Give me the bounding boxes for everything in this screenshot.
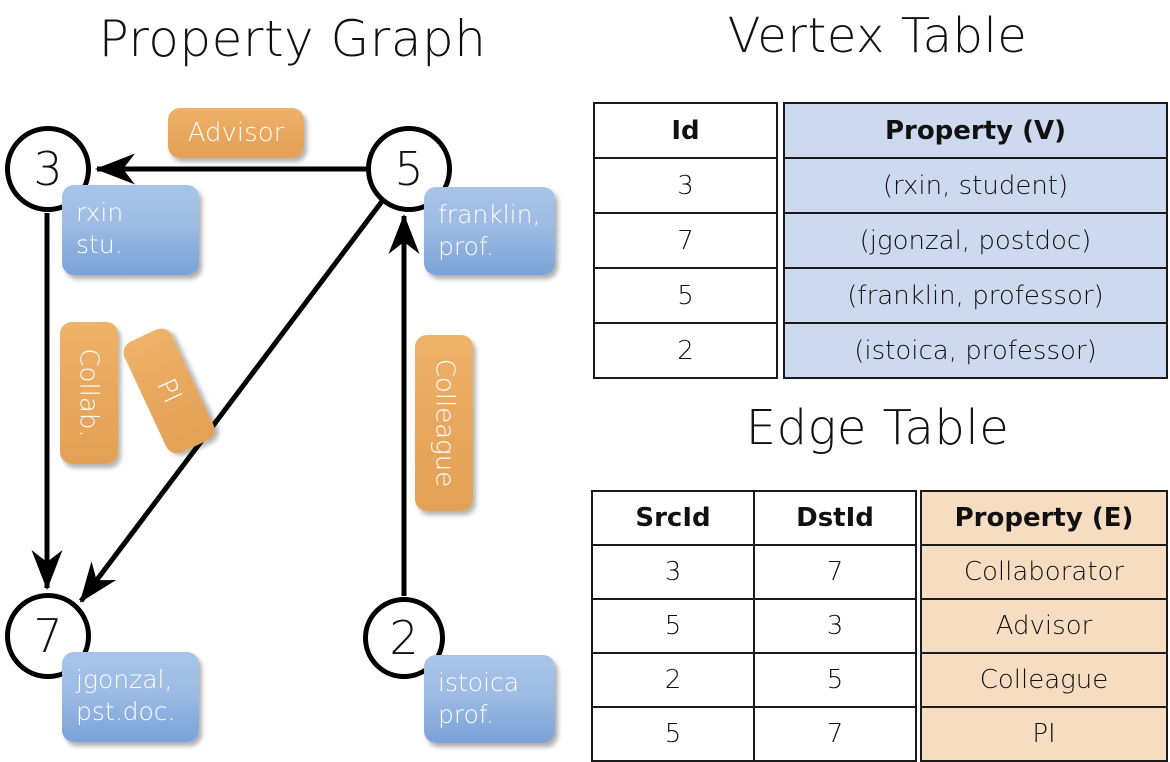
edge-property-cell: Collaborator: [920, 544, 1168, 600]
node-property-box-2: istoica prof.: [424, 655, 555, 743]
table-row: Colleague: [920, 652, 1168, 708]
table-row: 3 7: [591, 544, 917, 600]
table-header-row: Id: [593, 102, 778, 159]
node-property-line: prof.: [438, 700, 494, 729]
vertex-property-cell: (rxin, student): [783, 157, 1168, 214]
page-title-property-graph: Property Graph: [98, 10, 487, 68]
edge-label-box-collab: Collab.: [60, 322, 118, 464]
vertex-id-cell: 2: [593, 322, 778, 379]
table-header-row: SrcId DstId: [591, 490, 917, 546]
node-property-box-5: franklin, prof.: [424, 187, 555, 275]
edge-table-id-columns: SrcId DstId 3 7 5 3 2 5 5 7: [591, 490, 917, 762]
edge-property-cell: PI: [920, 706, 1168, 762]
node-property-line: jgonzal,: [76, 665, 173, 694]
edge-label-box-colleague: Colleague: [415, 335, 473, 511]
edge-arrow-pi: [79, 198, 385, 603]
table-row: (rxin, student): [783, 157, 1168, 214]
vertex-id-cell: 3: [593, 157, 778, 214]
vertex-id-cell: 5: [593, 267, 778, 324]
table-row: 2: [593, 322, 778, 379]
vertex-id-cell: 7: [593, 212, 778, 269]
table-header-row: Property (E): [920, 490, 1168, 546]
table-row: (jgonzal, postdoc): [783, 212, 1168, 269]
table-row: 7: [593, 212, 778, 269]
table-row: 5 3: [591, 598, 917, 654]
graph-edge-arrows: [31, 153, 420, 603]
node-property-line: franklin,: [438, 200, 541, 229]
node-property-line: istoica: [438, 668, 520, 697]
edge-property-cell: Colleague: [920, 652, 1168, 708]
table-row: PI: [920, 706, 1168, 762]
vertex-table-property-column: Property (V) (rxin, student) (jgonzal, p…: [783, 102, 1168, 379]
edge-label-text: PI: [150, 374, 188, 408]
table-row: 3: [593, 157, 778, 214]
table-row: 5: [593, 267, 778, 324]
edge-label-text: Advisor: [187, 118, 285, 148]
edge-property-cell: Advisor: [920, 598, 1168, 654]
property-graph-diagram: 3 5 7 2 rxin stu. franklin, prof. jgonza…: [0, 0, 585, 760]
graph-node-2[interactable]: 2: [363, 597, 445, 679]
table-header-row: Property (V): [783, 102, 1168, 159]
edge-label-text: Collab.: [74, 348, 104, 438]
column-header-id: Id: [593, 102, 778, 159]
edge-table-property-column: Property (E) Collaborator Advisor Collea…: [920, 490, 1168, 762]
edge-src-cell: 2: [591, 652, 755, 708]
vertex-property-cell: (istoica, professor): [783, 322, 1168, 379]
edge-dst-cell: 7: [753, 706, 917, 762]
graph-node-5[interactable]: 5: [366, 126, 452, 212]
node-property-box-3: rxin stu.: [62, 185, 199, 275]
vertex-property-cell: (franklin, professor): [783, 267, 1168, 324]
edge-dst-cell: 3: [753, 598, 917, 654]
edge-src-cell: 5: [591, 598, 755, 654]
column-header-property-v: Property (V): [783, 102, 1168, 159]
edge-src-cell: 5: [591, 706, 755, 762]
node-property-box-7: jgonzal, pst.doc.: [62, 652, 199, 742]
edge-src-cell: 3: [591, 544, 755, 600]
table-row: 5 7: [591, 706, 917, 762]
column-header-dstid: DstId: [753, 490, 917, 546]
table-row: Collaborator: [920, 544, 1168, 600]
page-title-edge-table: Edge Table: [745, 400, 1010, 456]
table-row: Advisor: [920, 598, 1168, 654]
table-row: (istoica, professor): [783, 322, 1168, 379]
node-property-line: stu.: [76, 230, 123, 259]
column-header-property-e: Property (E): [920, 490, 1168, 546]
edge-dst-cell: 7: [753, 544, 917, 600]
vertex-table-id-column: Id 3 7 5 2: [593, 102, 778, 379]
node-property-line: pst.doc.: [76, 697, 176, 726]
page-title-vertex-table: Vertex Table: [727, 8, 1028, 64]
node-property-line: prof.: [438, 232, 494, 261]
table-row: 2 5: [591, 652, 917, 708]
edge-dst-cell: 5: [753, 652, 917, 708]
edge-label-text: Colleague: [429, 358, 460, 488]
edge-label-box-advisor: Advisor: [168, 108, 304, 158]
column-header-srcid: SrcId: [591, 490, 755, 546]
node-property-line: rxin: [76, 198, 124, 227]
table-row: (franklin, professor): [783, 267, 1168, 324]
vertex-property-cell: (jgonzal, postdoc): [783, 212, 1168, 269]
